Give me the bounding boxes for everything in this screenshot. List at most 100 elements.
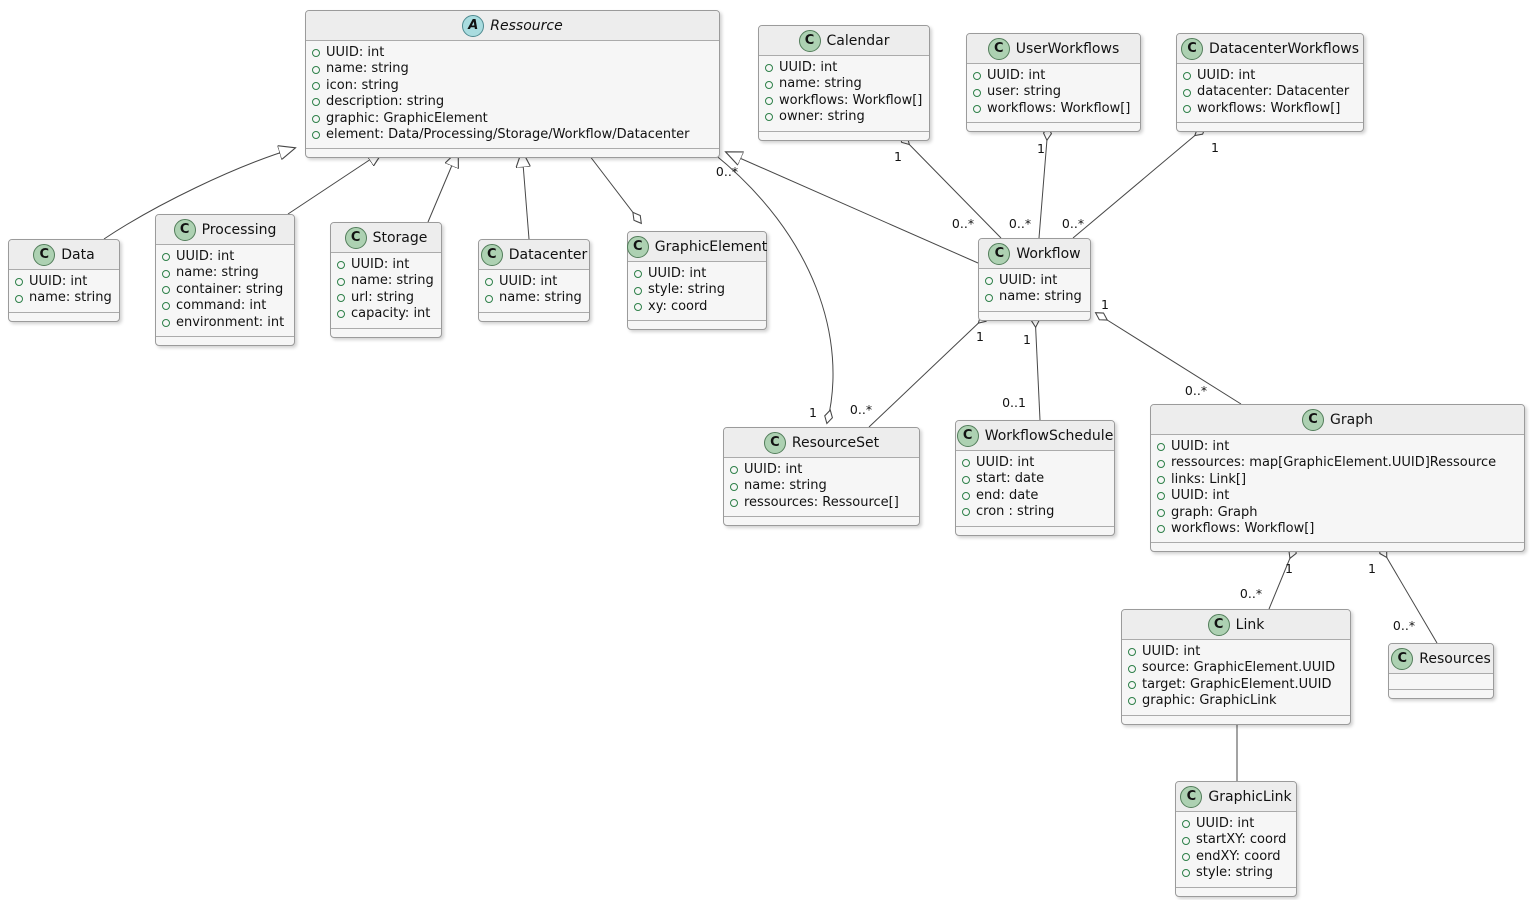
multiplicity-label: 0..* xyxy=(1393,618,1415,633)
field-visibility-icon xyxy=(337,310,345,319)
field-visibility-icon xyxy=(1157,443,1165,452)
edge-datacenterworkflows-aggregates-workflow xyxy=(1072,127,1205,239)
attribute-row: graphic: GraphicElement xyxy=(312,111,713,127)
field-visibility-icon xyxy=(15,278,23,287)
multiplicity-label: 1 xyxy=(1101,297,1109,312)
methods-compartment xyxy=(1151,543,1524,551)
attribute-row: xy: coord xyxy=(634,299,760,315)
attribute-text: graphic: GraphicElement xyxy=(326,110,488,126)
attribute-text: UUID: int xyxy=(1196,816,1255,831)
attribute-row: name: string xyxy=(730,478,913,494)
edge-ressource-has-graphic-element xyxy=(585,150,641,223)
edge-processing-extends-ressource xyxy=(287,151,383,215)
attribute-row: UUID: int xyxy=(1182,816,1290,832)
attribute-text: graphic: GraphicLink xyxy=(1142,693,1277,709)
attribute-row: workflows: Workflow[] xyxy=(973,101,1134,117)
class-title: Processing xyxy=(201,221,277,238)
attribute-text: target: GraphicElement.UUID xyxy=(1142,676,1332,692)
edge-calendar-aggregates-workflow xyxy=(900,135,1002,239)
attribute-text: UUID: int xyxy=(744,462,803,477)
field-visibility-icon xyxy=(730,466,738,475)
attribute-row: UUID: int xyxy=(973,68,1134,84)
attribute-text: graph: Graph xyxy=(1171,504,1258,520)
edge-labels-group: 0..*110..*10..*10..*10..*10..110..*10..*… xyxy=(716,140,1415,633)
attribute-row: target: GraphicElement.UUID xyxy=(1128,677,1344,693)
field-visibility-icon xyxy=(985,277,993,286)
field-visibility-icon xyxy=(485,278,493,287)
attribute-text: UUID: int xyxy=(351,257,410,272)
edge-workflow-aggregates-resourceset xyxy=(868,314,988,428)
field-visibility-icon xyxy=(312,98,320,107)
attribute-row: UUID: int xyxy=(634,266,760,282)
attribute-text: icon: string xyxy=(326,77,399,93)
multiplicity-label: 1 xyxy=(1368,561,1376,576)
field-visibility-icon xyxy=(162,269,170,278)
field-visibility-icon xyxy=(312,49,320,58)
field-visibility-icon xyxy=(337,294,345,303)
attribute-text: workflows: Workflow[] xyxy=(1171,521,1315,537)
methods-compartment xyxy=(331,329,441,337)
attributes-compartment xyxy=(1389,674,1493,690)
attribute-row: workflows: Workflow[] xyxy=(765,93,923,109)
attribute-row: url: string xyxy=(337,290,435,306)
attribute-text: UUID: int xyxy=(1197,68,1256,83)
field-visibility-icon xyxy=(162,253,170,262)
edges-group xyxy=(103,127,1438,781)
abstract-class-icon: A xyxy=(462,14,485,37)
attribute-row: source: GraphicElement.UUID xyxy=(1128,660,1344,676)
multiplicity-label: 0..* xyxy=(952,216,974,231)
attribute-row: capacity: int xyxy=(337,306,435,322)
methods-compartment xyxy=(9,313,119,321)
field-visibility-icon xyxy=(962,475,970,484)
attribute-text: cron : string xyxy=(976,504,1055,520)
field-visibility-icon xyxy=(765,64,773,73)
attribute-text: links: Link[] xyxy=(1171,471,1247,487)
field-visibility-icon xyxy=(973,88,981,97)
attribute-row: name: string xyxy=(162,265,288,281)
field-visibility-icon xyxy=(1157,476,1165,485)
attribute-text: workflows: Workflow[] xyxy=(1197,100,1341,116)
multiplicity-label: 1 xyxy=(1023,332,1031,347)
attribute-row: element: Data/Processing/Storage/Workflo… xyxy=(312,127,713,143)
attribute-row: UUID: int xyxy=(1157,488,1518,504)
field-visibility-icon xyxy=(730,499,738,508)
attribute-row: ressources: Ressource[] xyxy=(730,495,913,511)
field-visibility-icon xyxy=(1128,697,1136,706)
class-icon: C xyxy=(763,431,786,454)
multiplicity-label: 0..* xyxy=(1009,216,1031,231)
class-icon: C xyxy=(1207,613,1230,636)
field-visibility-icon xyxy=(973,72,981,81)
edge-graph-aggregates-resources xyxy=(1380,546,1438,644)
multiplicity-label: 0..* xyxy=(1240,586,1262,601)
field-visibility-icon xyxy=(337,261,345,270)
multiplicity-label: 1 xyxy=(809,405,817,420)
attribute-row: name: string xyxy=(485,290,583,306)
attribute-text: element: Data/Processing/Storage/Workflo… xyxy=(326,127,690,143)
edge-data-extends-ressource xyxy=(103,148,295,240)
attribute-row: UUID: int xyxy=(1183,68,1357,84)
multiplicity-label: 0..* xyxy=(850,402,872,417)
attribute-text: UUID: int xyxy=(976,455,1035,470)
field-visibility-icon xyxy=(1183,72,1191,81)
field-visibility-icon xyxy=(1128,681,1136,690)
attribute-text: UUID: int xyxy=(1142,644,1201,659)
class-icon: C xyxy=(798,29,821,52)
